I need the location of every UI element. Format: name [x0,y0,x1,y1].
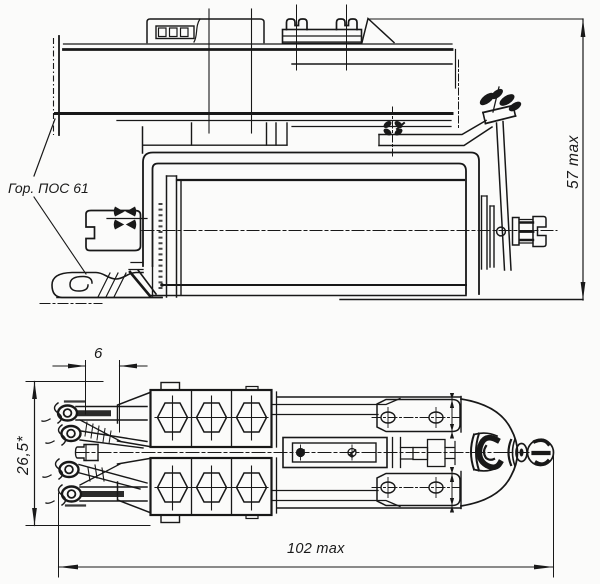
svg-text:102 max: 102 max [287,541,345,557]
svg-text:26,5*: 26,5* [15,435,32,476]
svg-text:6: 6 [94,345,103,362]
svg-text:57 max: 57 max [565,134,582,189]
svg-text:Гор. ПОС 61: Гор. ПОС 61 [8,180,89,196]
